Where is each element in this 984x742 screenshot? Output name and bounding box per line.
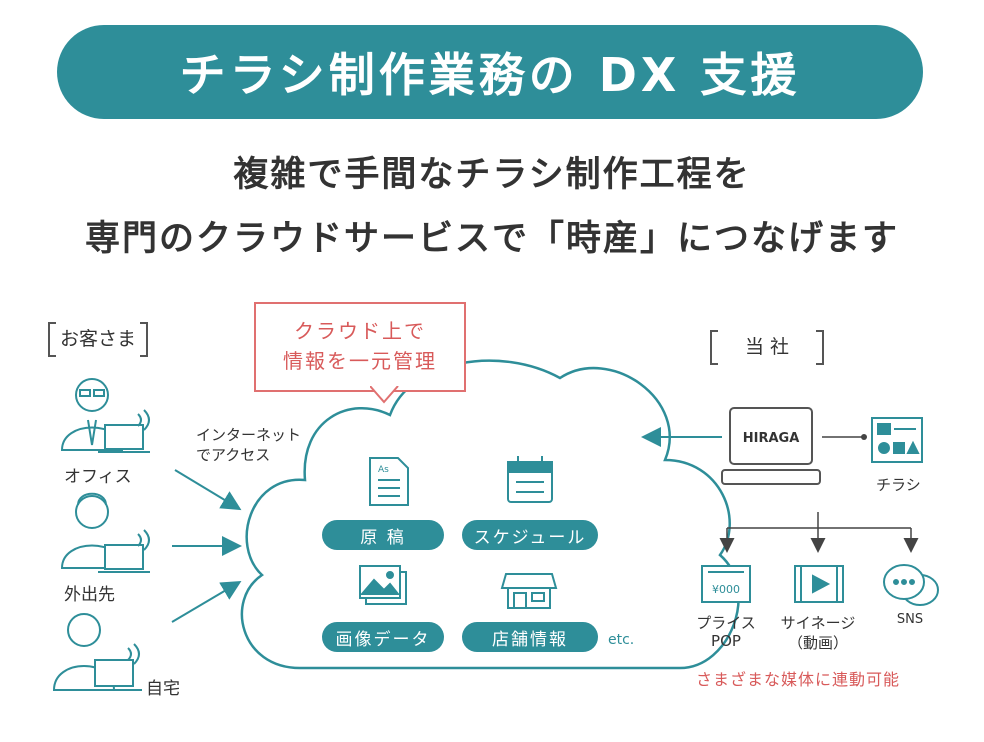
cloud-etc: etc. — [608, 632, 635, 648]
media-price-pop-line-2: POP — [711, 632, 741, 650]
page-title: チラシ制作業務の DX 支援 — [179, 48, 801, 102]
store-icon — [500, 573, 558, 609]
subtitle-line-1: 複雑で手間なチラシ制作工程を — [233, 155, 751, 195]
internet-label-1: インターネット — [196, 426, 302, 444]
arrow-home — [171, 580, 242, 623]
svg-text:As: As — [378, 465, 389, 475]
price-tag-text: ¥000 — [712, 583, 740, 596]
media-signage-line-2: （動画） — [787, 634, 848, 652]
cloud-item-image-data: 画像データ — [322, 622, 444, 652]
customer-label: お客さま — [47, 322, 149, 357]
media-note: さまざまな媒体に連動可能 — [696, 670, 901, 689]
location-office: オフィス — [64, 467, 132, 487]
flyer-label: チラシ — [876, 476, 921, 494]
internet-label-2: でアクセス — [196, 446, 271, 464]
person-home-icon — [52, 613, 142, 691]
location-outside: 外出先 — [64, 585, 115, 605]
subtitle-line-2: 専門のクラウドサービスで「時産」につなげます — [84, 219, 899, 259]
hiraga-label: HIRAGA — [743, 431, 800, 446]
person-outside-icon — [60, 492, 150, 573]
cloud-item-manuscript: 原 稿 — [322, 520, 444, 550]
signage-icon — [794, 565, 844, 603]
callout-line-2: 情報を一元管理 — [283, 349, 437, 373]
cloud-item-store-info: 店舗情報 — [462, 622, 598, 652]
person-office-icon — [60, 378, 150, 453]
callout-pointer — [370, 386, 399, 404]
document-icon: As — [369, 457, 409, 506]
media-sns-label: SNS — [896, 612, 924, 627]
location-home: 自宅 — [146, 679, 180, 699]
callout-line-1: クラウド上で — [294, 319, 426, 343]
media-price-pop-line-1: プライス — [696, 614, 756, 632]
company-label: 当 社 — [710, 330, 824, 365]
image-icon — [359, 565, 407, 605]
chat-bubble-icon — [883, 564, 939, 606]
cloud-callout: クラウド上で 情報を一元管理 — [254, 302, 466, 392]
arrow-office — [174, 469, 242, 511]
calendar-icon — [507, 456, 553, 503]
flyer-icon — [871, 417, 923, 463]
media-signage-line-1: サイネージ — [780, 614, 856, 632]
title-banner: チラシ制作業務の DX 支援 — [57, 25, 923, 119]
cloud-item-schedule: スケジュール — [462, 520, 598, 550]
computer-icon — [721, 407, 821, 485]
price-pop-icon — [701, 565, 751, 603]
media-tree-lines — [719, 512, 919, 553]
